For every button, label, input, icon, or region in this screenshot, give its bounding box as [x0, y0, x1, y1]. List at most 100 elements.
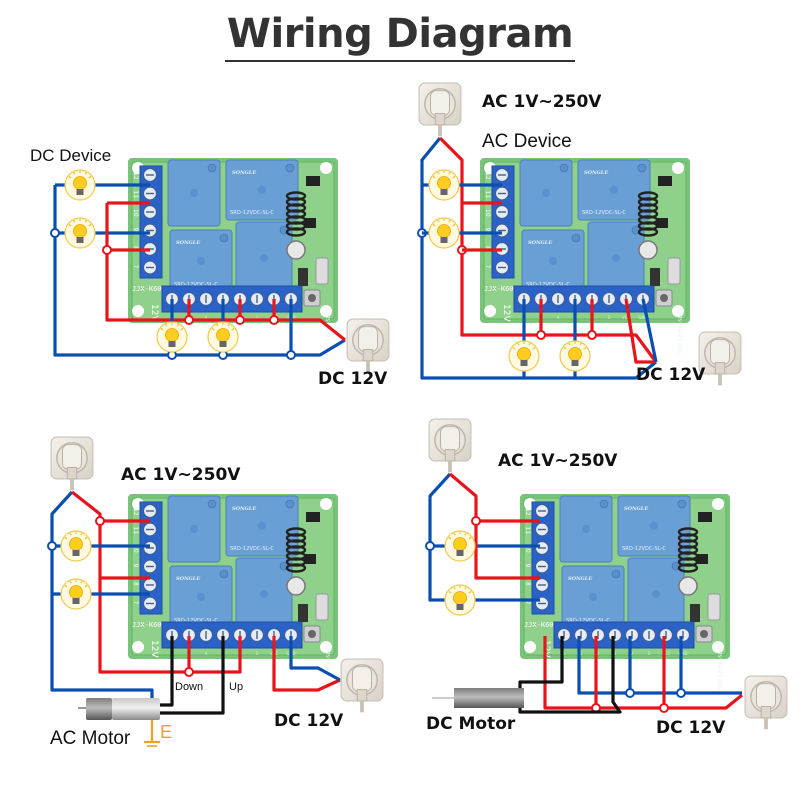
terminal-label: 12: [132, 172, 139, 180]
mounting-hole: [712, 641, 724, 653]
light-bulb-icon: [64, 169, 96, 201]
terminal-label: 7: [132, 265, 139, 269]
ground-label: E: [160, 722, 173, 742]
terminal-label: 10: [484, 209, 491, 217]
wire-junction: [47, 541, 57, 551]
dc-12v-label-4: DC 12V: [656, 718, 726, 738]
positive-bus: [448, 472, 540, 523]
board-voltage-text: 12V: [149, 640, 159, 658]
ic-chip: [306, 512, 320, 522]
relay-model-text: SRD-12VDC-SL-C: [230, 210, 274, 216]
terminal-label: 12: [132, 508, 139, 516]
wire: [474, 521, 540, 580]
relay-model-text: SRD-12VDC-SL-C: [174, 282, 218, 288]
terminal-label: 4: [205, 651, 208, 656]
positive-bus: [438, 136, 658, 363]
relay-board: SRD-12VDC-SL-CSONGLESRD-12VDC-SL-CSONGLE…: [128, 158, 338, 354]
capacitor: [678, 576, 698, 596]
wire: [577, 636, 742, 695]
antenna-coil: [637, 191, 659, 237]
light-bulb-icon: [428, 217, 460, 249]
board-model-text: JJX-K602: [484, 285, 518, 293]
negative-bus: [50, 490, 154, 712]
dc-power-plug-icon: [744, 675, 788, 730]
terminal-label: 9: [524, 564, 531, 568]
terminal-label: 1: [256, 315, 259, 320]
dc-motor-icon: [432, 688, 524, 708]
relay-brand-text: SONGLE: [176, 240, 200, 246]
ac-motor-label: AC Motor: [50, 728, 131, 749]
wire: [624, 298, 656, 364]
terminal-label: 4: [557, 315, 560, 320]
dc-12v-label-1: DC 12V: [318, 369, 388, 389]
wire-junction: [536, 330, 546, 340]
wire-junction: [184, 315, 194, 325]
terminal-label: 11: [132, 191, 139, 199]
ic-chip: [656, 218, 668, 228]
dc-power-plug-icon: [346, 318, 390, 373]
terminal-label: 9: [132, 564, 139, 568]
wire: [289, 636, 341, 682]
diode: [650, 268, 660, 286]
wire-junction: [102, 245, 112, 255]
mounting-hole: [484, 305, 496, 317]
board-model-text: JJX-K602: [524, 621, 558, 629]
wire-junction: [425, 541, 435, 551]
relay-board: SRD-12VDC-SL-CSONGLESRD-12VDC-SL-CSONGLE…: [480, 158, 690, 354]
light-bulb-icon: [60, 530, 92, 562]
ic-chip: [698, 512, 712, 522]
terminal-label: GND: [678, 651, 687, 656]
wire: [641, 298, 658, 363]
terminal-label: 4: [205, 315, 208, 320]
light-bulb-icon: [156, 321, 188, 353]
negative-bus: [53, 185, 346, 357]
terminal-label: 8: [524, 582, 531, 586]
board-model-text: JJX-K602: [132, 285, 166, 293]
wire: [272, 636, 341, 692]
relay-model-text: SRD-12VDC-SL-C: [678, 310, 684, 354]
page-title: Wiring Diagram: [0, 8, 800, 62]
light-bulb-icon: [64, 217, 96, 249]
wire-junction: [625, 688, 635, 698]
ac-supply-label-3: AC 1V~250V: [121, 465, 241, 485]
relay-brand-text: SONGLE: [568, 576, 592, 582]
light-bulb-icon: [559, 340, 591, 372]
ic-chip: [306, 176, 320, 186]
mounting-hole: [320, 498, 332, 510]
mounting-hole: [132, 305, 144, 317]
mounting-hole: [320, 162, 332, 174]
capacitor: [286, 576, 306, 596]
positive-bus: [105, 203, 346, 342]
mounting-hole: [132, 641, 144, 653]
wire-junction: [235, 315, 245, 325]
mounting-hole: [672, 305, 684, 317]
terminal-label: 7: [132, 601, 139, 605]
up-label: Up: [229, 681, 244, 693]
wire-junction: [286, 350, 296, 360]
ic-chip: [658, 176, 672, 186]
relay-brand-text: SONGLE: [176, 576, 200, 582]
relay-model-text: SRD-12VDC-SL-C: [582, 210, 626, 216]
terminal-label: 10: [132, 545, 139, 553]
terminal-label: VCC: [662, 651, 671, 656]
terminal-label: 9: [484, 228, 491, 232]
dc-power-plug-icon: [340, 658, 384, 713]
crystal: [315, 257, 329, 285]
terminal-label: 8: [484, 246, 491, 250]
terminal-label: 1: [648, 651, 651, 656]
ic-chip: [304, 218, 316, 228]
relay-model-text: SRD-12VDC-SL-C: [230, 546, 274, 552]
mounting-hole: [320, 305, 332, 317]
terminal-label: 9: [132, 228, 139, 232]
wire-junction: [587, 330, 597, 340]
ac-power-plug-icon: [428, 418, 472, 473]
relay: SRD-12VDC-SL-C SONGLE: [169, 229, 233, 293]
light-bulb-icon: [207, 321, 239, 353]
light-bulb-icon: [428, 169, 460, 201]
relay-model-text: SRD-12VDC-SL-C: [718, 646, 724, 690]
